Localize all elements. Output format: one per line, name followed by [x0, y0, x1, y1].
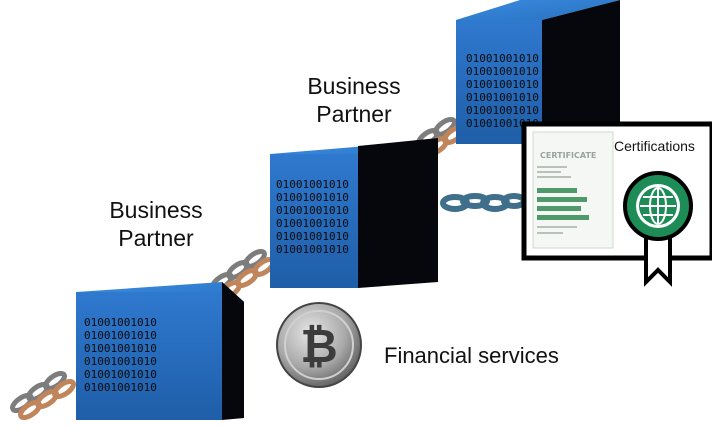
cube-1-binary: 01001001010 01001001010 01001001010 0100… — [84, 316, 157, 394]
cube-2-binary-line: 01001001010 — [276, 204, 349, 217]
cube-1-binary-line: 01001001010 — [84, 342, 157, 355]
cube-1-binary-line: 01001001010 — [84, 381, 157, 394]
label-line: Partner — [118, 225, 194, 252]
cube-3-binary-line: 01001001010 — [466, 52, 539, 65]
cube-1-binary-line: 01001001010 — [84, 316, 157, 329]
cube-1-binary-line: 01001001010 — [84, 329, 157, 342]
label-line: Business — [307, 73, 401, 99]
financial-services-label: Financial services — [384, 343, 559, 368]
cube-3-binary-line: 01001001010 — [466, 117, 539, 130]
globe-award-badge-icon — [623, 171, 693, 287]
cube-1-binary-line: 01001001010 — [84, 355, 157, 368]
business-partner-label-middle: Business Partner — [290, 72, 418, 128]
cube-1-binary-line: 01001001010 — [84, 368, 157, 381]
cube-3-binary-line: 01001001010 — [466, 104, 539, 117]
cube-3-binary: 01001001010 01001001010 01001001010 0100… — [466, 52, 539, 130]
cube-2-binary-line: 01001001010 — [276, 217, 349, 230]
cube-3-binary-line: 01001001010 — [466, 91, 539, 104]
bitcoin-coin-icon: ₿ — [276, 302, 362, 388]
cube-3-binary-line: 01001001010 — [466, 78, 539, 91]
cube-2-binary-line: 01001001010 — [276, 243, 349, 256]
svg-text:₿: ₿ — [300, 319, 338, 373]
data-block-cube-2: 01001001010 01001001010 01001001010 0100… — [270, 138, 438, 288]
label-line: Partner — [316, 101, 392, 128]
chain-links-certificate — [440, 193, 527, 212]
data-block-cube-1: 01001001010 01001001010 01001001010 0100… — [76, 282, 244, 420]
cube-2-binary: 01001001010 01001001010 01001001010 0100… — [276, 178, 349, 256]
business-partner-label-left: Business Partner — [92, 196, 220, 252]
chain-links-bottom — [10, 370, 76, 421]
certificate-heading: CERTIFICATE — [540, 151, 596, 160]
label-line: Business — [109, 197, 203, 223]
cube-2-binary-line: 01001001010 — [276, 230, 349, 243]
cube-2-binary-line: 01001001010 — [276, 191, 349, 204]
cube-3-binary-line: 01001001010 — [466, 65, 539, 78]
certifications-label: Certifications — [614, 138, 695, 154]
data-block-cube-3: 01001001010 01001001010 01001001010 0100… — [456, 0, 620, 144]
cube-2-binary-line: 01001001010 — [276, 178, 349, 191]
certificate-document-icon: CERTIFICATE — [521, 121, 712, 261]
